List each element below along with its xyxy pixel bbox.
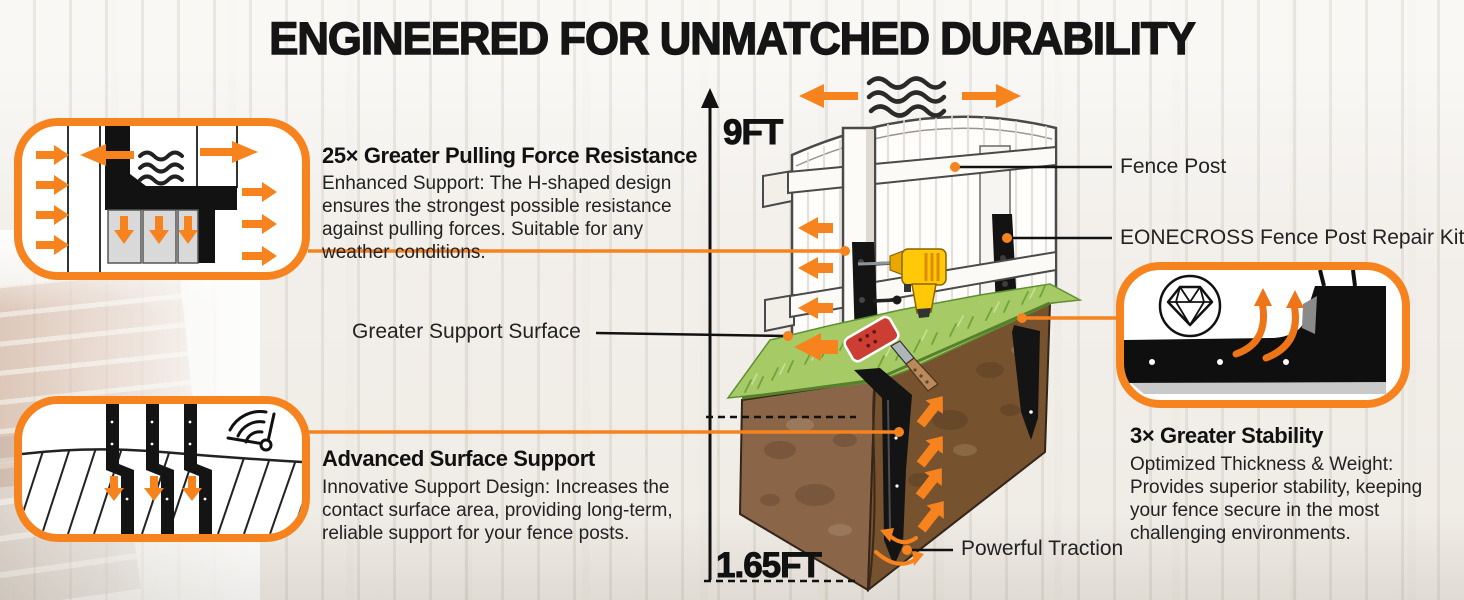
stability-body: Optimized Thickness & Weight: Provides s… [1130, 454, 1423, 544]
fence-post-label: Fence Post [1120, 155, 1227, 178]
pulling-force-callout-box [14, 118, 310, 280]
ground-surface-line [22, 448, 302, 464]
pulling-force-body: Enhanced Support: The H-shaped design en… [322, 173, 672, 263]
depth-measurement: 1.65FT [716, 546, 823, 586]
pulling-force-heading: 25× Greater Pulling Force Resistance [322, 143, 698, 168]
surface-support-callout-box [14, 396, 310, 542]
wind-waves-icon [138, 150, 184, 186]
settle-arrows [104, 476, 202, 501]
stability-callout-box [1116, 262, 1410, 408]
repair-kit-label: EONECROSS Fence Post Repair Kit [1120, 226, 1464, 249]
surface-posts-diagram [22, 404, 302, 534]
gauge-icon [226, 410, 276, 452]
force-arrows [36, 141, 277, 266]
rise-arrows [1232, 288, 1304, 362]
diamond-icon [1158, 274, 1222, 338]
page-title: ENGINEERED FOR UNMATCHED DURABILITY [269, 12, 1197, 64]
bracket-rivets [1149, 359, 1289, 365]
surface-support-body: Innovative Support Design: Increases the… [322, 477, 673, 544]
traction-label: Powerful Traction [961, 537, 1124, 560]
bracket-profile [1124, 270, 1386, 394]
h-profile-diagram [36, 126, 277, 272]
bracket-cross-section-diagram [1124, 270, 1386, 394]
stability-heading: 3× Greater Stability [1130, 423, 1324, 448]
support-surface-label: Greater Support Surface [352, 320, 581, 343]
height-measurement: 9FT [722, 113, 783, 153]
h-bracket-shape [105, 126, 237, 263]
surface-support-heading: Advanced Surface Support [322, 446, 595, 471]
post-rivets [110, 420, 207, 501]
zigzag-posts [106, 404, 212, 534]
